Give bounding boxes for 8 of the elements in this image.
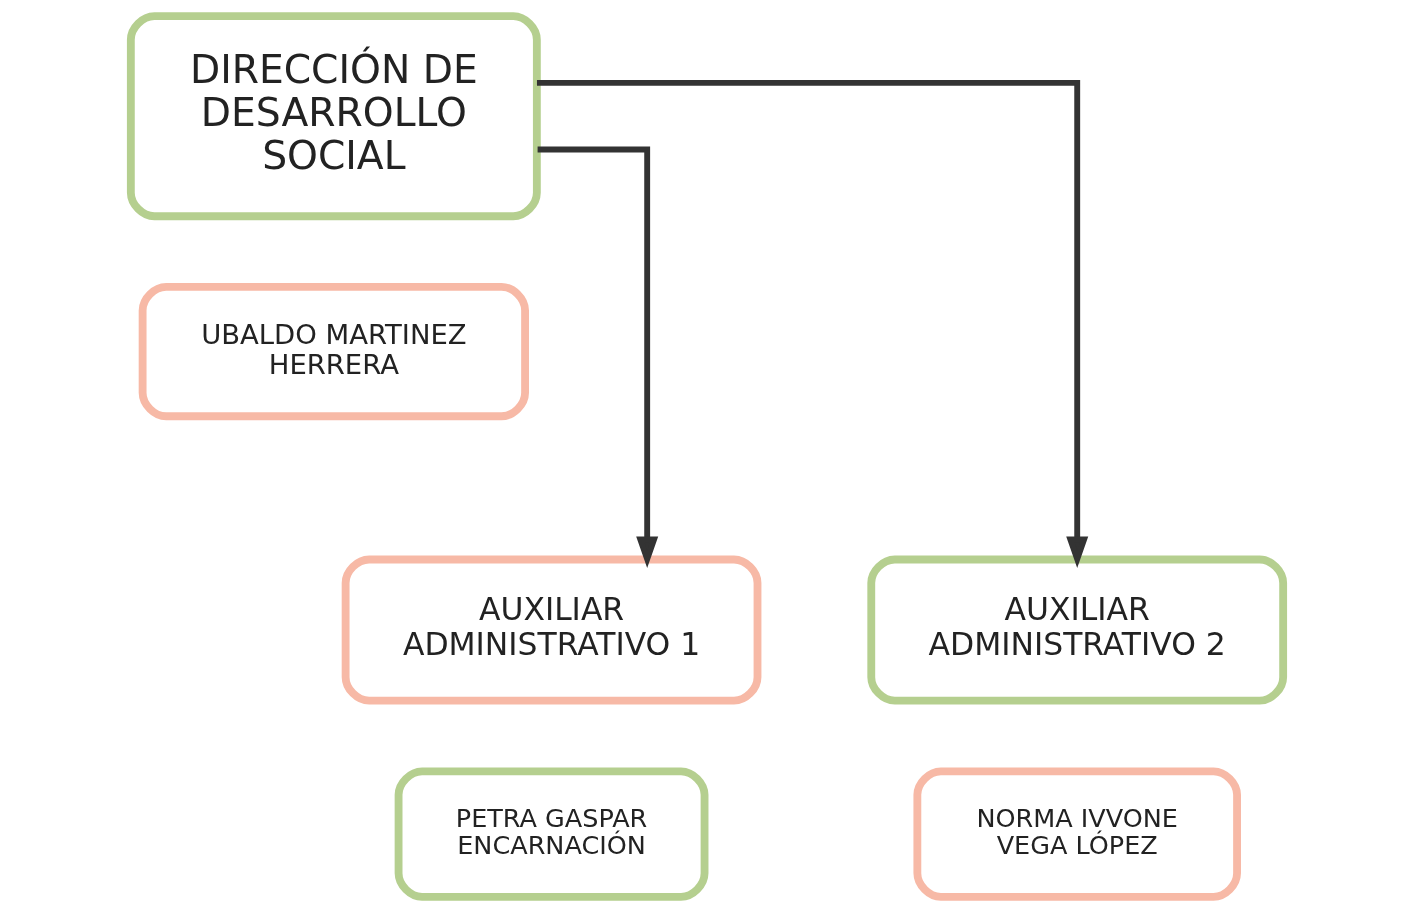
node-box: NORMA IVVONE VEGA LÓPEZ <box>912 767 1241 901</box>
node-box: DIRECCIÓN DE DESARROLLO SOCIAL <box>126 12 541 221</box>
node-box: AUXILIAR ADMINISTRATIVO 1 <box>341 555 761 705</box>
arrow <box>536 79 1088 568</box>
node-box: AUXILIAR ADMINISTRATIVO 2 <box>866 555 1287 705</box>
node-box: UBALDO MARTINEZ HERRERA <box>138 282 529 421</box>
arrow <box>537 146 658 569</box>
node-box: PETRA GASPAR ENCARNACIÓN <box>394 767 708 901</box>
